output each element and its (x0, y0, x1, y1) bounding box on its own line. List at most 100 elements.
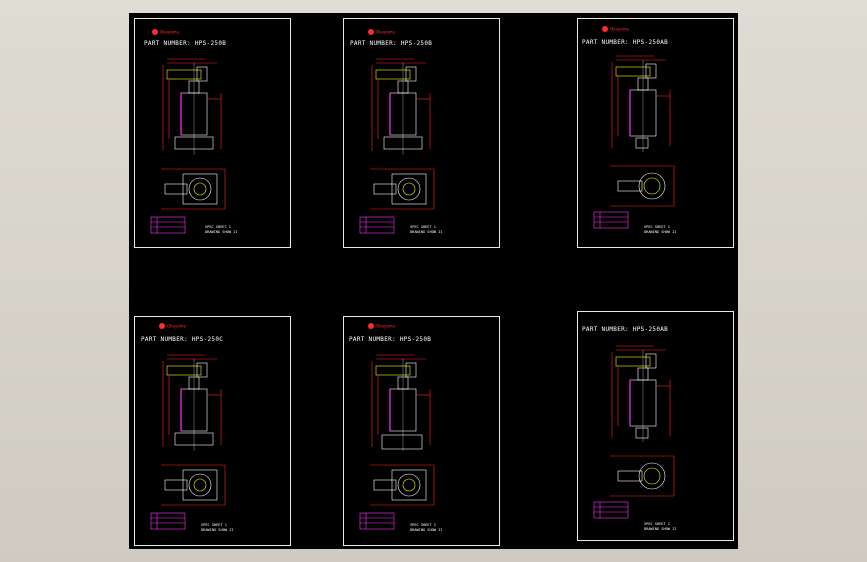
bore-circle (193, 478, 207, 492)
logo-text: Okayama (376, 324, 396, 329)
plan-view (610, 165, 675, 207)
arm-head (405, 66, 417, 82)
clamp-arm (615, 356, 651, 367)
logo-text: Okayama (167, 324, 187, 329)
spec-line-1: SPEC SHEET 1 (205, 225, 231, 229)
spec-line-1: SPEC SHEET 1 (644, 522, 670, 526)
spec-line-1: SPEC SHEET 1 (410, 225, 436, 229)
arm-plan (373, 479, 397, 491)
drawing-sheet[interactable]: PART NUMBER: HPS-250AB SPEC SHEET 1 DRAW… (577, 311, 734, 541)
base-port (635, 137, 649, 149)
flange-plate (391, 469, 427, 501)
drawing-sheet[interactable]: Okayama PART NUMBER: HPS-250C SPEC SHEET… (134, 316, 291, 546)
front-elevation-view (611, 55, 671, 152)
sheet-drawing: Okayama PART NUMBER: HPS-250AB SPEC SHEE… (582, 26, 676, 234)
clamp-arm (166, 365, 202, 376)
logo-text: Okayama (610, 27, 630, 32)
spec-table-frame (359, 216, 395, 234)
arm-head (645, 353, 657, 369)
spec-line-2: DRAWING SHOW II (201, 528, 233, 532)
spec-table (150, 512, 186, 530)
sheet-drawing: Okayama PART NUMBER: HPS-250C SPEC SHEET… (141, 323, 233, 532)
logo-mark-icon (602, 26, 608, 32)
logo-mark-icon (159, 323, 165, 329)
arm-plan (617, 470, 643, 482)
logo-text: Okayama (160, 30, 180, 35)
bore-circle (402, 182, 416, 196)
spec-line-1: SPEC SHEET 1 (201, 523, 227, 527)
spec-line-1: SPEC SHEET 1 (644, 225, 670, 229)
spec-table (150, 216, 186, 234)
logo-mark-icon (152, 29, 158, 35)
arm-plan (164, 183, 188, 195)
front-elevation-view (371, 354, 431, 451)
spec-table-frame (150, 512, 186, 530)
arm-plan (373, 183, 397, 195)
spec-table-frame (593, 211, 629, 229)
plan-view (161, 464, 226, 506)
brand-logo: Okayama (368, 323, 396, 329)
cylinder-circle (397, 177, 421, 201)
flange-circle (638, 172, 666, 200)
flange-circle (638, 462, 666, 490)
arm-head (645, 63, 657, 79)
spec-table-frame (593, 501, 629, 519)
spec-table (359, 512, 395, 530)
base-port (635, 427, 649, 439)
spec-line-2: DRAWING SHOW II (205, 230, 237, 234)
flange-plate (182, 173, 218, 205)
part-number-label: PART NUMBER: HPS-250AB (582, 39, 668, 46)
arm-plan (164, 479, 188, 491)
arm-head (405, 362, 417, 378)
spec-line-2: DRAWING SHOW II (644, 230, 676, 234)
arm-plan (617, 180, 643, 192)
front-elevation-view (371, 58, 431, 155)
arm-head (196, 362, 208, 378)
drawing-sheet[interactable]: Okayama PART NUMBER: HPS-250B SPEC SHEET… (343, 18, 500, 248)
clamp-arm (375, 365, 411, 376)
clamp-arm (375, 69, 411, 80)
brand-logo: Okayama (152, 29, 180, 35)
sheet-drawing: PART NUMBER: HPS-250AB SPEC SHEET 1 DRAW… (582, 326, 676, 531)
part-number-label: PART NUMBER: HPS-250AB (582, 326, 668, 333)
spec-table (359, 216, 395, 234)
cylinder-circle (188, 177, 212, 201)
clamp-arm (615, 66, 651, 77)
sheet-drawing: Okayama PART NUMBER: HPS-250B SPEC SHEET… (144, 29, 237, 234)
spec-table (593, 501, 629, 519)
sheet-drawing: Okayama PART NUMBER: HPS-250B SPEC SHEET… (350, 29, 442, 234)
drawing-sheet[interactable]: Okayama PART NUMBER: HPS-250B SPEC SHEET… (134, 18, 291, 248)
logo-mark-icon (368, 29, 374, 35)
base-flange (381, 434, 423, 450)
spec-table-frame (359, 512, 395, 530)
logo-text: Okayama (376, 30, 396, 35)
drawing-viewport[interactable]: Okayama PART NUMBER: HPS-250B SPEC SHEET… (129, 13, 738, 549)
cylinder-circle (397, 473, 421, 497)
brand-logo: Okayama (159, 323, 187, 329)
part-number-label: PART NUMBER: HPS-250B (349, 336, 431, 343)
clamp-arm (166, 69, 202, 80)
plan-view (161, 168, 226, 210)
part-number-label: PART NUMBER: HPS-250B (350, 40, 432, 47)
spec-line-2: DRAWING SHOW II (410, 230, 442, 234)
front-elevation-view (162, 58, 222, 155)
cylinder-circle (188, 473, 212, 497)
part-number-label: PART NUMBER: HPS-250C (141, 336, 223, 343)
spec-table-frame (150, 216, 186, 234)
front-elevation-view (611, 345, 671, 442)
bore-circle (402, 478, 416, 492)
brand-logo: Okayama (602, 26, 630, 32)
flange-plate (391, 173, 427, 205)
plan-view (610, 455, 675, 497)
drawing-sheet[interactable]: Okayama PART NUMBER: HPS-250B SPEC SHEET… (343, 316, 500, 546)
spec-line-1: SPEC SHEET 1 (410, 523, 436, 527)
plan-view (370, 168, 435, 210)
spec-line-2: DRAWING SHOW II (644, 527, 676, 531)
spec-table (593, 211, 629, 229)
plan-view (370, 464, 435, 506)
spec-line-2: DRAWING SHOW II (410, 528, 442, 532)
part-number-label: PART NUMBER: HPS-250B (144, 40, 226, 47)
flange-plate (182, 469, 218, 501)
logo-mark-icon (368, 323, 374, 329)
drawing-sheet[interactable]: Okayama PART NUMBER: HPS-250AB SPEC SHEE… (577, 18, 734, 248)
